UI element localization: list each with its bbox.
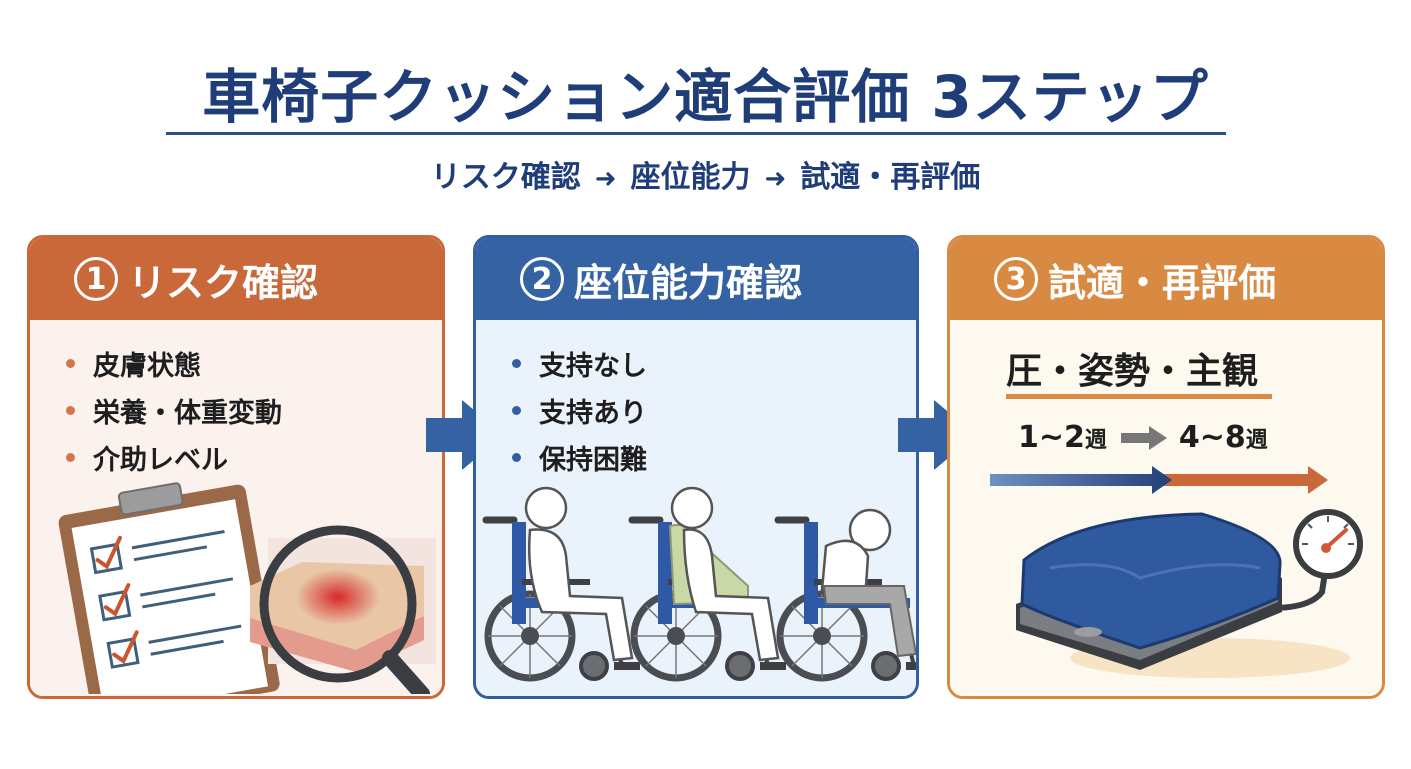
step-2-panel: 2 座位能力確認 支持なし 支持あり 保持困難 [473,235,919,699]
step-3-title: 試適・再評価 [1048,260,1277,305]
bullet-icon [66,406,75,415]
criteria-underline [1006,394,1272,399]
first-period: 1~2 [1018,420,1085,455]
bullet-icon [66,453,75,462]
wheelchair-users-icon [482,486,916,686]
title-divider [166,132,1226,135]
step-1-panel: 1 リスク確認 皮膚状態 栄養・体重変動 介助レベル [27,235,445,699]
bullet-icon [512,453,521,462]
step-2-header: 2 座位能力確認 [476,238,916,320]
step-number-badge: 1 [74,257,118,301]
list-item: 介助レベル [66,434,442,481]
cushion-pressure-gauge-icon [1016,509,1363,678]
list-item: 栄養・体重変動 [66,387,442,434]
bullet-icon [512,359,521,368]
bullet-icon [66,359,75,368]
list-item: 保持困難 [512,434,916,481]
arrow-right-icon [1120,425,1167,450]
evaluation-criteria: 圧・姿勢・主観 [1006,351,1259,392]
bullet-icon [512,406,521,415]
clipboard-skin-inspection-icon [58,482,436,694]
step-2-title: 座位能力確認 [574,260,803,305]
timeline-progress-arrow-icon [990,466,1328,494]
step-1-title: リスク確認 [128,260,319,305]
risk-list: 皮膚状態 栄養・体重変動 介助レベル [30,320,442,481]
process-summary: リスク確認 ➜ 座位能力 ➜ 試適・再評価 [0,152,1411,196]
summary-step-1: リスク確認 [430,160,581,195]
flow-arrow-right-icon [898,400,976,470]
list-item: 皮膚状態 [66,340,442,387]
step-1-header: 1 リスク確認 [30,238,442,320]
step-1-body: 皮膚状態 栄養・体重変動 介助レベル [30,320,442,696]
summary-step-2: 座位能力 [630,160,751,195]
second-period: 4~8 [1178,420,1246,455]
arrow-right-icon: ➜ [764,164,787,194]
week-unit: 週 [1245,427,1268,453]
sitting-ability-list: 支持なし 支持あり 保持困難 [476,320,916,481]
arrow-right-icon: ➜ [594,164,617,194]
list-item: 支持あり [512,387,916,434]
page-title: 車椅子クッション適合評価 3ステップ [202,63,1209,131]
step-number-badge: 2 [520,257,564,301]
week-unit: 週 [1084,427,1107,453]
step-2-body: 支持なし 支持あり 保持困難 [476,320,916,696]
step-3-header: 3 試適・再評価 [950,238,1382,320]
list-item: 支持なし [512,340,916,387]
step-number-badge: 3 [994,257,1038,301]
flow-arrow-right-icon [426,400,504,470]
summary-step-3: 試適・再評価 [800,160,981,195]
